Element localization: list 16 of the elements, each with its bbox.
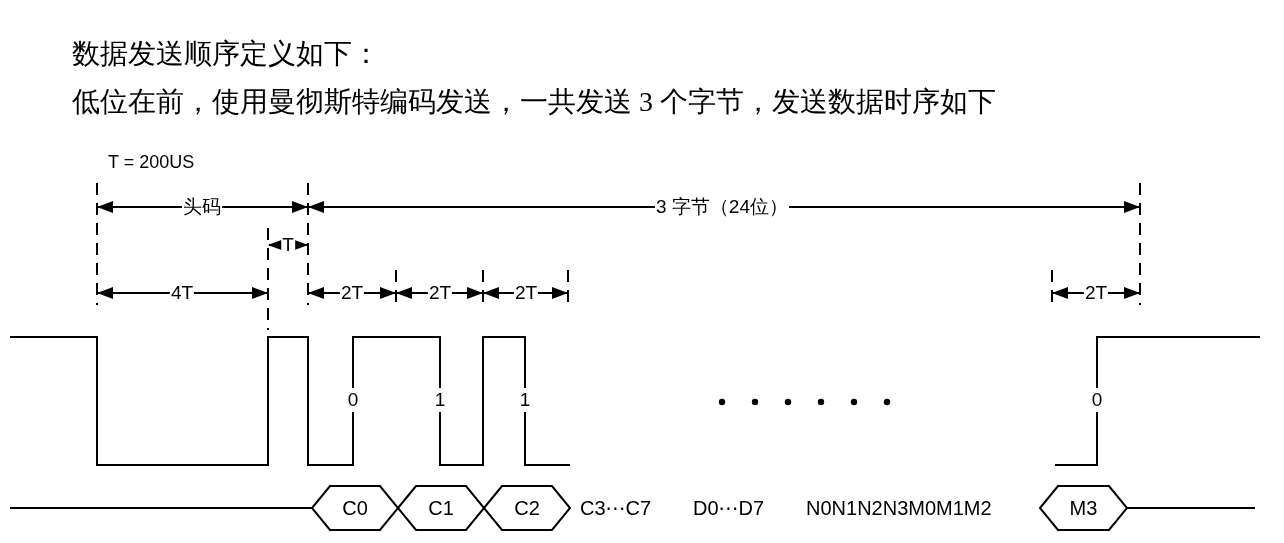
heading-text: 数据发送顺序定义如下： (72, 38, 380, 70)
bit-value: 1 (519, 388, 531, 412)
dimension-label: 头码 (182, 197, 222, 217)
bit-value: 0 (1091, 388, 1103, 412)
dimension-label: 3 字节（24位） (655, 197, 789, 217)
heading-text: 低位在前，使用曼彻斯特编码发送，一共发送 3 个字节，发送数据时序如下 (72, 86, 996, 118)
bus-value-hexagon: C1 (398, 485, 484, 531)
bus-value-hexagon: M3 (1040, 485, 1127, 531)
bit-value: 0 (347, 388, 359, 412)
bus-value-hexagon: C0 (312, 485, 398, 531)
bus-value-text: C3⋯C7 (580, 497, 652, 519)
bus-value-hexagon: C2 (484, 485, 570, 531)
bus-value-text: D0⋯D7 (693, 497, 765, 519)
bus-value-text: N0N1N2N3M0M1M2 (806, 497, 992, 519)
period-label: T = 200US (108, 152, 195, 173)
bit-value: 1 (434, 388, 446, 412)
